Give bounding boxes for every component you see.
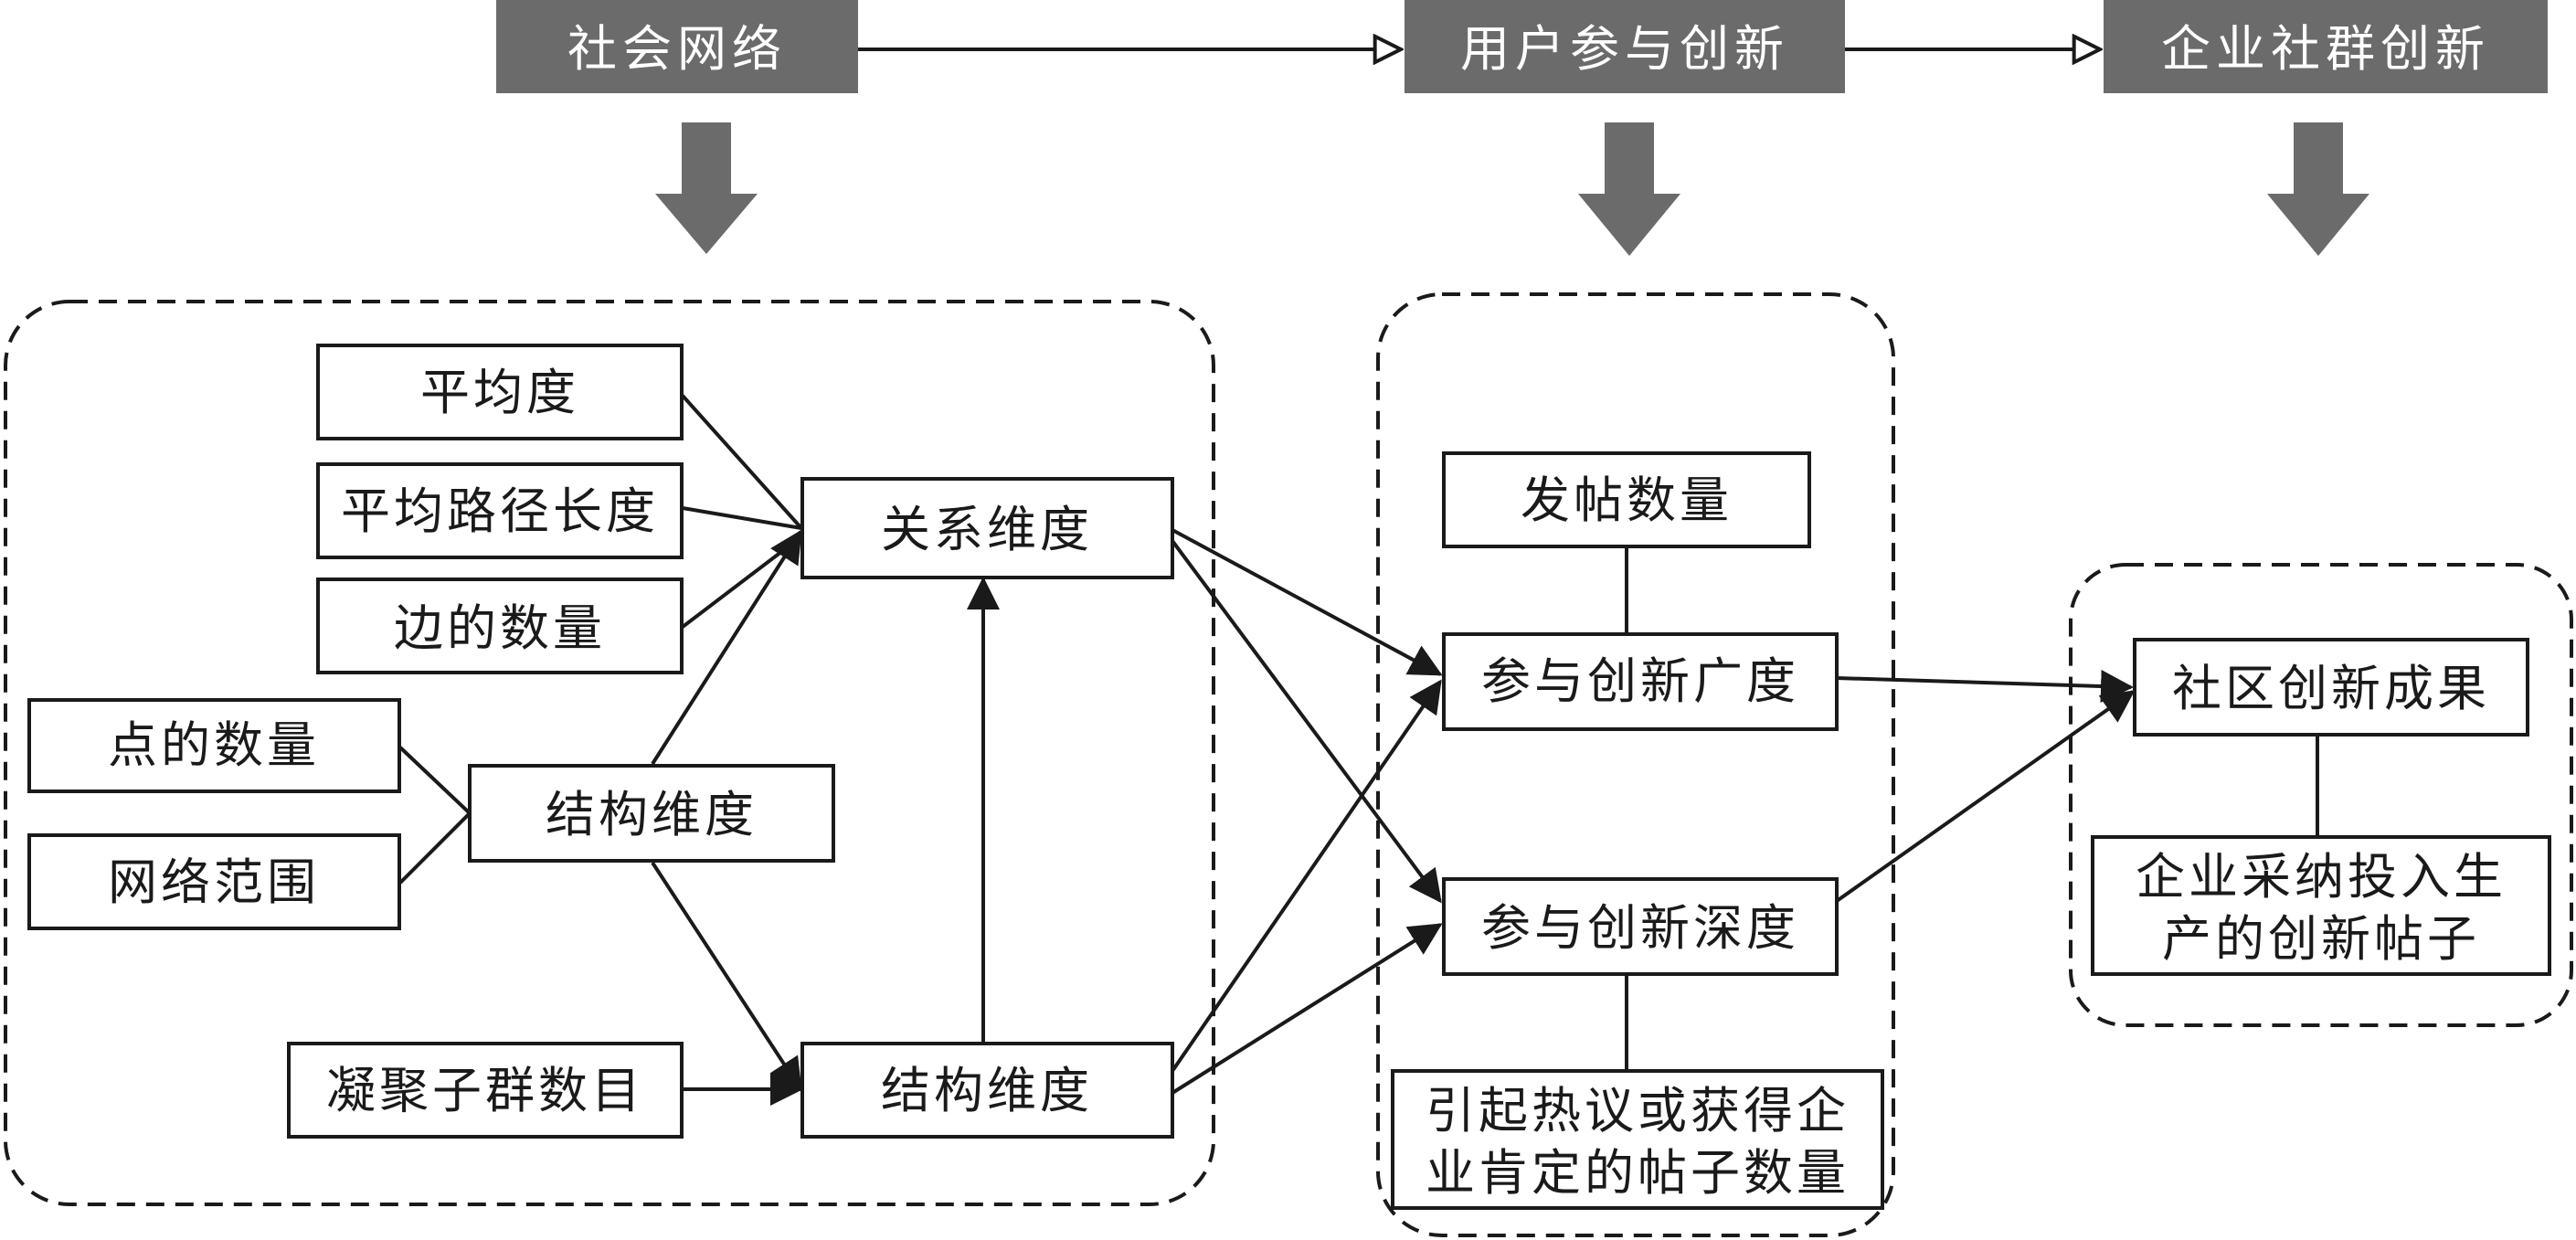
svg-text:企业社群创新: 企业社群创新 bbox=[2161, 20, 2490, 78]
svg-text:结构维度: 结构维度 bbox=[546, 786, 758, 843]
down-arrow-user bbox=[1578, 122, 1680, 256]
edge-scope-structure bbox=[398, 811, 472, 885]
down-arrow-social bbox=[655, 122, 758, 254]
enterprise-community-group bbox=[2069, 563, 2573, 1027]
svg-text:发帖数量: 发帖数量 bbox=[1521, 472, 1733, 529]
node-participation-breadth: 参与创新广度 bbox=[1442, 632, 1839, 731]
edge-avg-degree-relation bbox=[681, 394, 803, 530]
edge-bottom-depth bbox=[1171, 923, 1443, 1095]
svg-text:企业采纳投入生: 企业采纳投入生 bbox=[2136, 848, 2507, 906]
header-user-participation: 用户参与创新 bbox=[1405, 0, 1845, 93]
edge-node-count-structure bbox=[398, 746, 472, 815]
node-structure-dimension-top: 结构维度 bbox=[468, 764, 835, 863]
edge-structure-top-bottom bbox=[651, 861, 802, 1092]
edge-breadth-result bbox=[1836, 669, 2134, 703]
node-relation-dimension: 关系维度 bbox=[800, 477, 1174, 579]
edge-relation-breadth bbox=[1171, 528, 1443, 676]
svg-text:用户参与创新: 用户参与创新 bbox=[1460, 20, 1789, 78]
svg-text:平均路径长度: 平均路径长度 bbox=[341, 482, 659, 540]
svg-text:社区创新成果: 社区创新成果 bbox=[2172, 660, 2490, 717]
svg-text:结构维度: 结构维度 bbox=[881, 1062, 1093, 1119]
svg-text:网络范围: 网络范围 bbox=[108, 853, 320, 911]
node-avg-path-length: 平均路径长度 bbox=[316, 462, 684, 559]
node-post-count: 发帖数量 bbox=[1442, 451, 1811, 548]
node-hot-posts: 引起热议或获得企 业肯定的帖子数量 bbox=[1391, 1069, 1884, 1210]
edge-path-length-relation bbox=[682, 506, 802, 530]
edge-edge-count-relation bbox=[681, 535, 802, 629]
svg-text:凝聚子群数目: 凝聚子群数目 bbox=[326, 1062, 644, 1119]
svg-text:边的数量: 边的数量 bbox=[394, 599, 606, 657]
edge-bottom-breadth bbox=[1171, 679, 1442, 1073]
header-enterprise-community: 企业社群创新 bbox=[2104, 0, 2548, 93]
svg-text:平均度: 平均度 bbox=[420, 364, 579, 421]
node-subgroup-count: 凝聚子群数目 bbox=[287, 1042, 684, 1139]
node-node-count: 点的数量 bbox=[27, 698, 401, 793]
node-avg-degree: 平均度 bbox=[316, 344, 684, 440]
node-edge-count: 边的数量 bbox=[316, 578, 684, 674]
svg-text:引起热议或获得企: 引起热议或获得企 bbox=[1426, 1082, 1850, 1139]
edge-depth-result bbox=[1835, 690, 2136, 903]
node-structure-dimension-bottom: 结构维度 bbox=[800, 1042, 1174, 1139]
node-participation-depth: 参与创新深度 bbox=[1442, 877, 1839, 976]
svg-text:参与创新深度: 参与创新深度 bbox=[1481, 899, 1799, 957]
down-arrow-enterprise bbox=[2267, 122, 2369, 256]
node-network-scope: 网络范围 bbox=[27, 833, 401, 930]
edge-relation-depth bbox=[1171, 539, 1442, 904]
social-network-group bbox=[4, 300, 1215, 1206]
svg-text:产的创新帖子: 产的创新帖子 bbox=[2162, 910, 2480, 968]
header-social-network: 社会网络 bbox=[496, 0, 858, 93]
node-adopted-posts: 企业采纳投入生 产的创新帖子 bbox=[2091, 835, 2551, 976]
svg-text:社会网络: 社会网络 bbox=[567, 20, 787, 78]
node-community-result: 社区创新成果 bbox=[2133, 638, 2529, 737]
svg-text:点的数量: 点的数量 bbox=[108, 716, 320, 774]
svg-text:业肯定的帖子数量: 业肯定的帖子数量 bbox=[1426, 1144, 1850, 1202]
edge-structure-top-relation bbox=[651, 529, 802, 766]
svg-text:关系维度: 关系维度 bbox=[881, 501, 1093, 558]
user-participation-group bbox=[1376, 292, 1895, 1237]
svg-text:参与创新广度: 参与创新广度 bbox=[1481, 652, 1799, 710]
